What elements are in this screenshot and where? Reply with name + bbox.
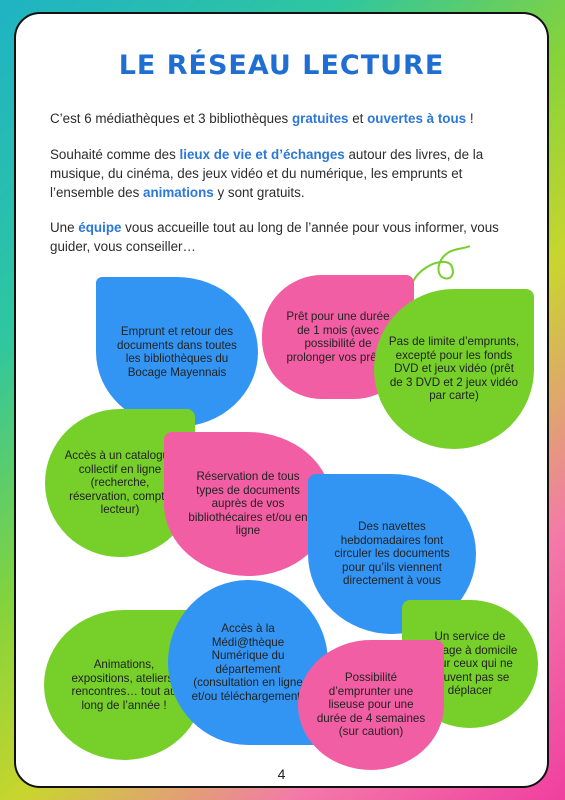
- bubble-reservation: Réservation de tous types de documents a…: [164, 432, 332, 576]
- bubble-text: Accès à un catalogue collectif en ligne …: [64, 449, 176, 517]
- text: Une: [50, 220, 79, 235]
- text: et: [348, 111, 368, 126]
- bubble-text: Animations, expositions, ateliers, renco…: [71, 658, 177, 712]
- bubble-emprunt-retour: Emprunt et retour des documents dans tou…: [96, 277, 258, 427]
- decorative-swirl-icon: [409, 245, 471, 301]
- text: !: [466, 111, 474, 126]
- page-title: LE RÉSEAU LECTURE: [118, 50, 445, 81]
- bubble-text: Pas de limite d’emprunts, excepté pour l…: [388, 335, 520, 403]
- bubble-text: Un service de portage à domicile pour ce…: [422, 630, 518, 698]
- intro-paragraph-1: C’est 6 médiathèques et 3 bibliothèques …: [50, 109, 530, 128]
- bubble-liseuse: Possibilité d’emprunter une liseuse pour…: [298, 640, 444, 770]
- page-card: LE RÉSEAU LECTURE C’est 6 médiathèques e…: [14, 12, 549, 788]
- intro-paragraph-3: Une équipe vous accueille tout au long d…: [50, 218, 530, 256]
- intro-paragraph-2: Souhaité comme des lieux de vie et d’éch…: [50, 145, 530, 202]
- highlight-text: équipe: [78, 220, 122, 235]
- text: vous accueille tout au long de l’année p…: [50, 220, 499, 254]
- bubble-limite-emprunts: Pas de limite d’emprunts, excepté pour l…: [374, 289, 534, 449]
- highlight-text: lieux de vie et d’échanges: [179, 147, 345, 162]
- bubble-text: Prêt pour une durée de 1 mois (avec poss…: [286, 310, 390, 364]
- text: y sont gratuits.: [213, 185, 305, 200]
- bubble-text: Accès à la Médi@thèque Numérique du dépa…: [191, 622, 305, 703]
- highlight-text: ouvertes à tous: [367, 111, 467, 126]
- highlight-text: animations: [143, 185, 214, 200]
- bubble-text: Réservation de tous types de documents a…: [188, 470, 308, 538]
- text: Souhaité comme des: [50, 147, 180, 162]
- bubble-text: Des navettes hebdomadaires font circuler…: [334, 520, 450, 588]
- page-number: 4: [277, 766, 286, 782]
- text: C’est 6 médiathèques et 3 bibliothèques: [50, 111, 292, 126]
- bubble-text: Emprunt et retour des documents dans tou…: [117, 325, 237, 379]
- highlight-text: gratuites: [291, 111, 349, 126]
- bubble-text: Possibilité d’emprunter une liseuse pour…: [316, 671, 426, 739]
- text: autour des livres, de la musique, du cin…: [50, 147, 484, 200]
